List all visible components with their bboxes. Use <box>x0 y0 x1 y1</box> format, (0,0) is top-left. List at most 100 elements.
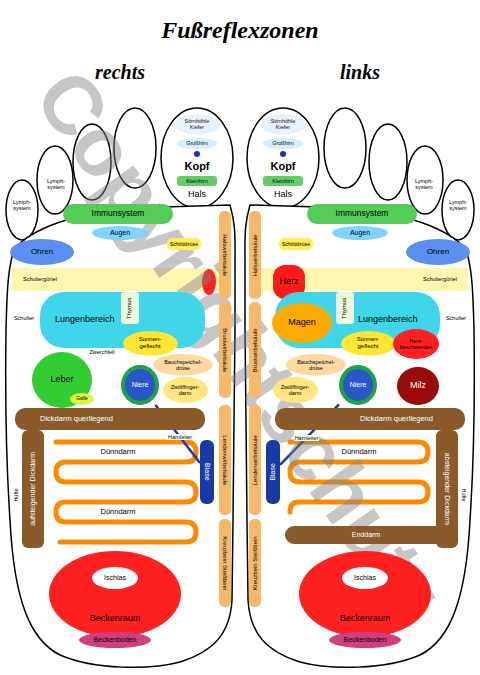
zone-label: Ischias <box>354 574 376 582</box>
zone-shape: Lendenwirbelsäule <box>249 405 261 515</box>
zone-label: absteigender Dickdarm <box>443 453 451 525</box>
zone-label: Hals <box>274 190 292 200</box>
zone-ellipse <box>406 239 470 265</box>
zone-shape: Blase <box>200 440 214 504</box>
zone-label: Dickdarm querliegend <box>40 415 113 423</box>
zone-label: Schilddrüse <box>170 241 199 247</box>
zone-label: Herz- beschwerden <box>399 338 433 350</box>
zone-shape: Enddarm <box>285 526 447 544</box>
zone-ellipse <box>10 239 74 265</box>
zone-shape: Sonnen- geflecht <box>341 331 396 356</box>
zone-label: Sonnen- geflecht <box>347 336 388 349</box>
zone-label: Immunsystem <box>92 209 145 218</box>
zone-label: Schultergürtel <box>423 276 457 282</box>
zone-shape: Schilddrüse <box>279 238 314 250</box>
zone-shape: Dickdarm querliegend <box>275 408 465 430</box>
zone-ellipse <box>272 303 332 343</box>
zone-shape: Niere <box>339 365 377 405</box>
zone-label: Milz <box>410 381 426 391</box>
zone-label: Halswirbelsäule <box>252 234 259 276</box>
zone-ellipse <box>153 354 213 376</box>
zone-shape: Thymus <box>336 292 354 324</box>
toe-outline <box>369 124 407 200</box>
zone-label: Niere <box>350 381 367 389</box>
zone-ellipse <box>92 567 138 589</box>
chart-title: Fußreflexzonen <box>161 17 318 43</box>
zone-shape: Lendenwirbelsäule <box>219 405 231 515</box>
zone-label: Kopf <box>184 160 209 172</box>
toe-outline <box>407 146 443 214</box>
zone-shape: Ohren <box>10 239 74 265</box>
zone-label: Stirnhöhle Kiefer <box>267 118 298 130</box>
zone-label: aufsteigender Dickdarm <box>29 452 37 526</box>
zone-shape: Magen <box>272 303 332 343</box>
zone-shape: Immunsystem <box>63 204 173 224</box>
zone-ellipse <box>332 226 388 240</box>
zone-label: Hals <box>188 190 206 200</box>
zone-shape: LeberGalle <box>32 352 92 408</box>
zone-label: Hüfte <box>461 488 467 501</box>
zone-label: Zwölffinger- darm <box>169 384 202 396</box>
zone-label: Bauchspeichel- drüse <box>161 359 204 371</box>
zone-shape: Ohren <box>406 239 470 265</box>
zone-shape: Kreuzbein Steißbein <box>249 519 261 607</box>
zone-shape: Kleinhirn <box>177 176 217 186</box>
zone-label: Kreuzbein Steißbein <box>252 536 259 590</box>
zone-label: Ohren <box>427 248 449 257</box>
zone-shape: Ischias <box>92 567 138 589</box>
zone-label: Lymph- system <box>445 199 471 211</box>
zone-ellipse <box>70 393 94 405</box>
zone-label: Zwerchfell <box>89 349 114 355</box>
zone-label: Schultergürtel <box>23 276 57 282</box>
zone-label: Magen <box>288 318 316 328</box>
zone-label: Großhirn <box>272 140 294 146</box>
zone-ellipse <box>261 114 306 135</box>
zone-shape: Zwölffinger- darm <box>163 377 208 403</box>
zone-ellipse <box>286 354 346 376</box>
zone-shape: Beckenraum Ischias <box>299 551 431 637</box>
zone-label: Blase <box>203 463 211 481</box>
zone-ellipse <box>273 377 318 403</box>
zone-ellipse <box>341 331 396 356</box>
zone-ellipse <box>79 632 151 648</box>
zone-ellipse <box>163 377 208 403</box>
zone-shape: Stirnhöhle Kiefer <box>261 114 306 135</box>
zone-shape: Thymus <box>121 292 139 324</box>
zone-shape: Galle <box>70 393 94 405</box>
zone-label: Galle <box>76 396 88 402</box>
zone-label: Kleinhirn <box>272 178 293 184</box>
zone-shape: Niere <box>121 365 159 405</box>
zone-shape: Herz- beschwerden <box>393 329 439 359</box>
connector-label: Harnleiter <box>167 434 193 440</box>
zone-label: Lendenwirbelsäule <box>222 435 229 485</box>
connector-label: Harnleiter <box>294 435 320 441</box>
zone-label: Immunsystem <box>336 209 389 218</box>
zone-label: Schilddrüse <box>282 241 311 247</box>
pituitary-dot <box>280 151 286 157</box>
zone-ellipse <box>299 551 431 637</box>
zone-label: Brustwirbelsäule <box>222 328 229 372</box>
small-intestine-loop <box>56 442 196 542</box>
zone-label: Augen <box>350 229 370 237</box>
zone-ellipse <box>329 632 401 648</box>
zone-label: Thymus <box>342 297 349 318</box>
zone-label: Beckenraum <box>340 614 391 624</box>
zone-shape: Halswirbelsäule <box>249 211 261 299</box>
zone-shape: Kleinhirn <box>263 176 303 186</box>
zone-ellipse <box>123 331 178 356</box>
zone-label: Schulter <box>446 315 466 321</box>
zone-label: Niere <box>132 381 149 389</box>
side-label: links <box>340 61 380 83</box>
zone-label: Brustwirbelsäule <box>252 328 259 372</box>
zone-label: Lymph- system <box>42 178 70 190</box>
zone-shape: Augen <box>92 226 148 240</box>
zone-label: Kopf <box>270 160 295 172</box>
zone-shape: LungenbereichThymus <box>40 292 205 348</box>
zone-shape: Sonnen- geflecht <box>123 331 178 356</box>
zone-label: Schulter <box>14 315 34 321</box>
zone-shape: Großhirn <box>177 138 217 149</box>
zone-label: Lendenwirbelsäule <box>252 435 259 485</box>
zone-label: Beckenboden <box>94 636 137 644</box>
zone-shape: Bauchspeichel- drüse <box>153 354 213 376</box>
zone-label: Dünndarm <box>98 448 137 456</box>
